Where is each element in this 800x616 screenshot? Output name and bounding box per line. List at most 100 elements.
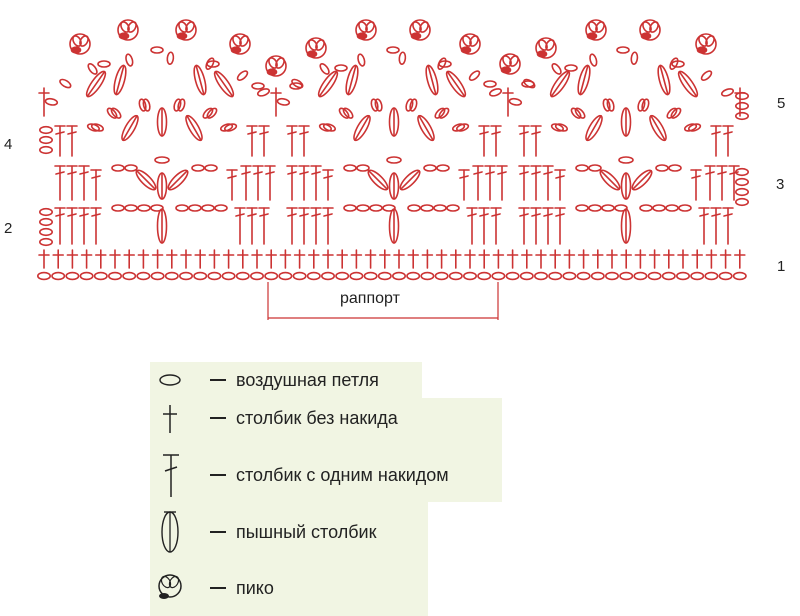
chain-stitch [548,271,563,281]
double-crochet-slash [55,131,65,135]
double-crochet-slash [711,213,721,217]
chain-stitch [491,271,506,281]
chain-stitch [533,271,548,281]
chain-stitch [438,107,450,119]
chain-stitch [614,204,628,212]
chain-stitch [223,123,238,132]
chain-stitch [678,204,692,212]
picot-loop [79,35,89,47]
chain-stitch [110,107,122,119]
chain-stitch [564,64,578,72]
legend-dash [210,379,226,381]
picot-loop [462,35,472,47]
double-crochet-slash [247,213,257,217]
chain-stitch [505,271,520,281]
picot-loop [239,35,249,47]
chain-stitch [166,51,175,66]
picot-loop [642,21,652,33]
rapport-bracket [267,282,499,320]
double-crochet-slash [519,213,529,217]
chain-stitch [409,98,418,112]
double-crochet-icon [150,454,190,497]
row-number-4: 4 [4,136,13,153]
double-crochet-slash [531,131,541,135]
double-crochet-slash [253,171,263,175]
chain-stitch [250,271,265,281]
puff-stitch-core [318,70,338,98]
chain-stitch [601,204,615,212]
chain-stitch [655,164,669,172]
legend-dash [210,587,226,589]
picot-loop [698,35,708,47]
chain-stitch [38,125,53,135]
double-crochet-slash [323,213,333,217]
legend-label: столбик с одним накидом [236,464,449,485]
chain-stitch [138,98,147,112]
puff-stitch-core [136,170,156,190]
picot-dot [410,32,422,40]
double-crochet-slash [705,171,715,175]
chain-stitch [356,204,370,212]
chain-stitch [150,271,165,281]
chain-stitch [575,164,589,172]
chain-stitch [111,164,125,172]
chain-stitch [386,156,402,164]
picot-loop [545,39,555,51]
double-crochet-slash [67,171,77,175]
chain-stitch [734,111,749,121]
chain-stitch [720,88,735,97]
picot-loop [595,21,605,33]
legend-dash [210,417,226,419]
chain-stitch [221,271,236,281]
chain-stitch [349,271,364,281]
puff-stitch-core [650,115,666,141]
double-crochet-slash [259,213,269,217]
chain-stitch [173,98,182,112]
chain-stitch [204,164,218,172]
chain-stitch [687,123,702,132]
double-crochet-slash [473,171,483,175]
picot-loop [419,21,429,33]
puff-stitch-core [659,64,669,96]
puff-stitch-core [214,70,234,98]
chain-stitch [343,164,357,172]
picot-icon [150,568,190,608]
double-crochet-slash [79,213,89,217]
chain-stitch [382,204,396,212]
chain-stitch [483,80,497,88]
double-crochet-slash [699,213,709,217]
legend-item-puff: пышный столбик [150,511,376,553]
double-crochet-slash [497,171,507,175]
chain-stitch [256,88,271,97]
double-crochet-slash [691,175,701,179]
puff-stitch-core [354,115,370,141]
chain-stitch [641,98,650,112]
puff-stitch-core [678,70,698,98]
puff-stitch-core [579,64,589,96]
chain-stitch [206,107,218,119]
rapport-label: раппорт [340,290,400,307]
chain-stitch [125,53,134,67]
picot-dot [640,32,652,40]
chain-stitch [343,204,357,212]
picot [229,33,251,55]
picot-dot [306,50,318,58]
legend-background [150,502,428,616]
chain-stitch [448,271,463,281]
chain-stitch [214,204,228,212]
picot-dot [586,32,598,40]
double-crochet-slash [519,131,529,135]
row-number-2: 2 [4,220,13,237]
legend-label: воздушная петля [236,369,379,390]
row-number-1: 1 [777,258,786,275]
double-crochet-slash [299,131,309,135]
legend-item-double-crochet: столбик с одним накидом [150,454,449,497]
chain-stitch [647,271,662,281]
chain-stitch [38,237,53,247]
picot [305,37,327,59]
chain-stitch [38,217,53,227]
chain-stitch [201,204,215,212]
chain-stitch [637,98,646,112]
double-crochet-slash [555,213,565,217]
puff-stitch-core [446,70,466,98]
